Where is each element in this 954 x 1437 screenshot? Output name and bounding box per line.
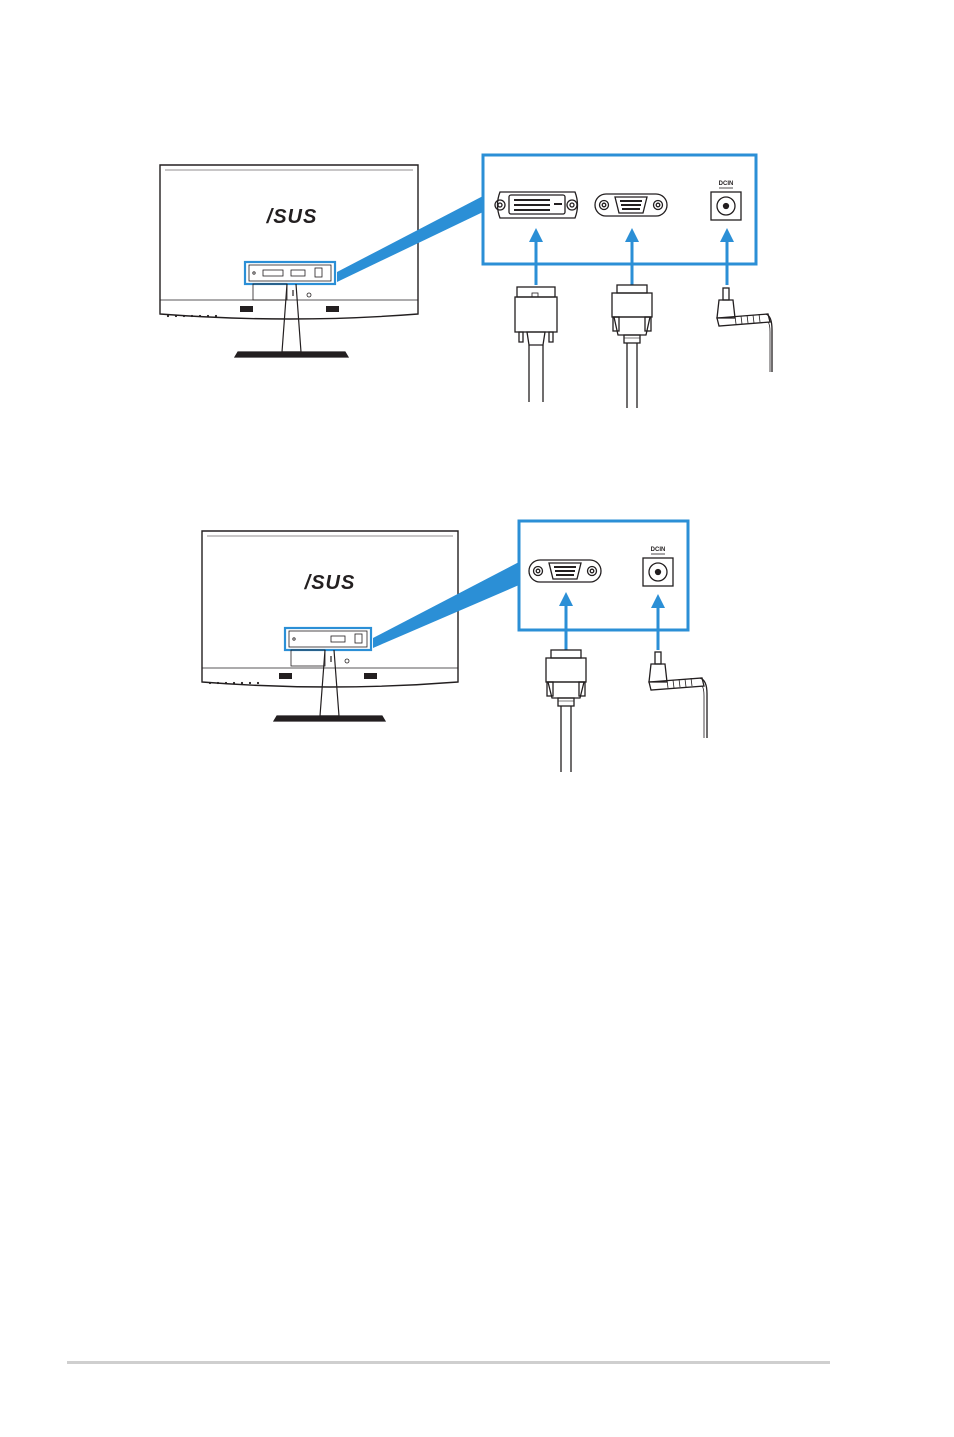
zoom-beam — [373, 562, 519, 648]
footer-divider — [67, 1361, 830, 1364]
monitor-stand — [235, 284, 348, 357]
io-panel-small — [289, 631, 367, 647]
dc-in-label: DCIN — [719, 181, 734, 187]
dc-in-label: DCIN — [651, 547, 666, 553]
monitor-stand — [274, 650, 385, 721]
vga-cable — [546, 650, 586, 772]
brand-logo: /SUS — [304, 572, 356, 594]
monitor-back-view — [160, 165, 418, 319]
dc-power-cable — [649, 652, 707, 738]
dc-power-cable — [717, 288, 772, 372]
vent-holes — [167, 306, 339, 317]
connection-diagram-vga: /SUS — [0, 460, 954, 820]
brand-logo: /SUS — [266, 206, 318, 228]
dvi-cable — [515, 287, 557, 402]
zoom-beam — [337, 196, 483, 282]
monitor-back-view — [202, 531, 458, 687]
io-panel-small — [249, 265, 331, 281]
connection-diagram-dvi-vga: /SUS — [0, 0, 954, 460]
vga-cable — [612, 285, 652, 408]
vent-holes — [209, 673, 377, 684]
zoomed-io-panel — [519, 521, 688, 630]
